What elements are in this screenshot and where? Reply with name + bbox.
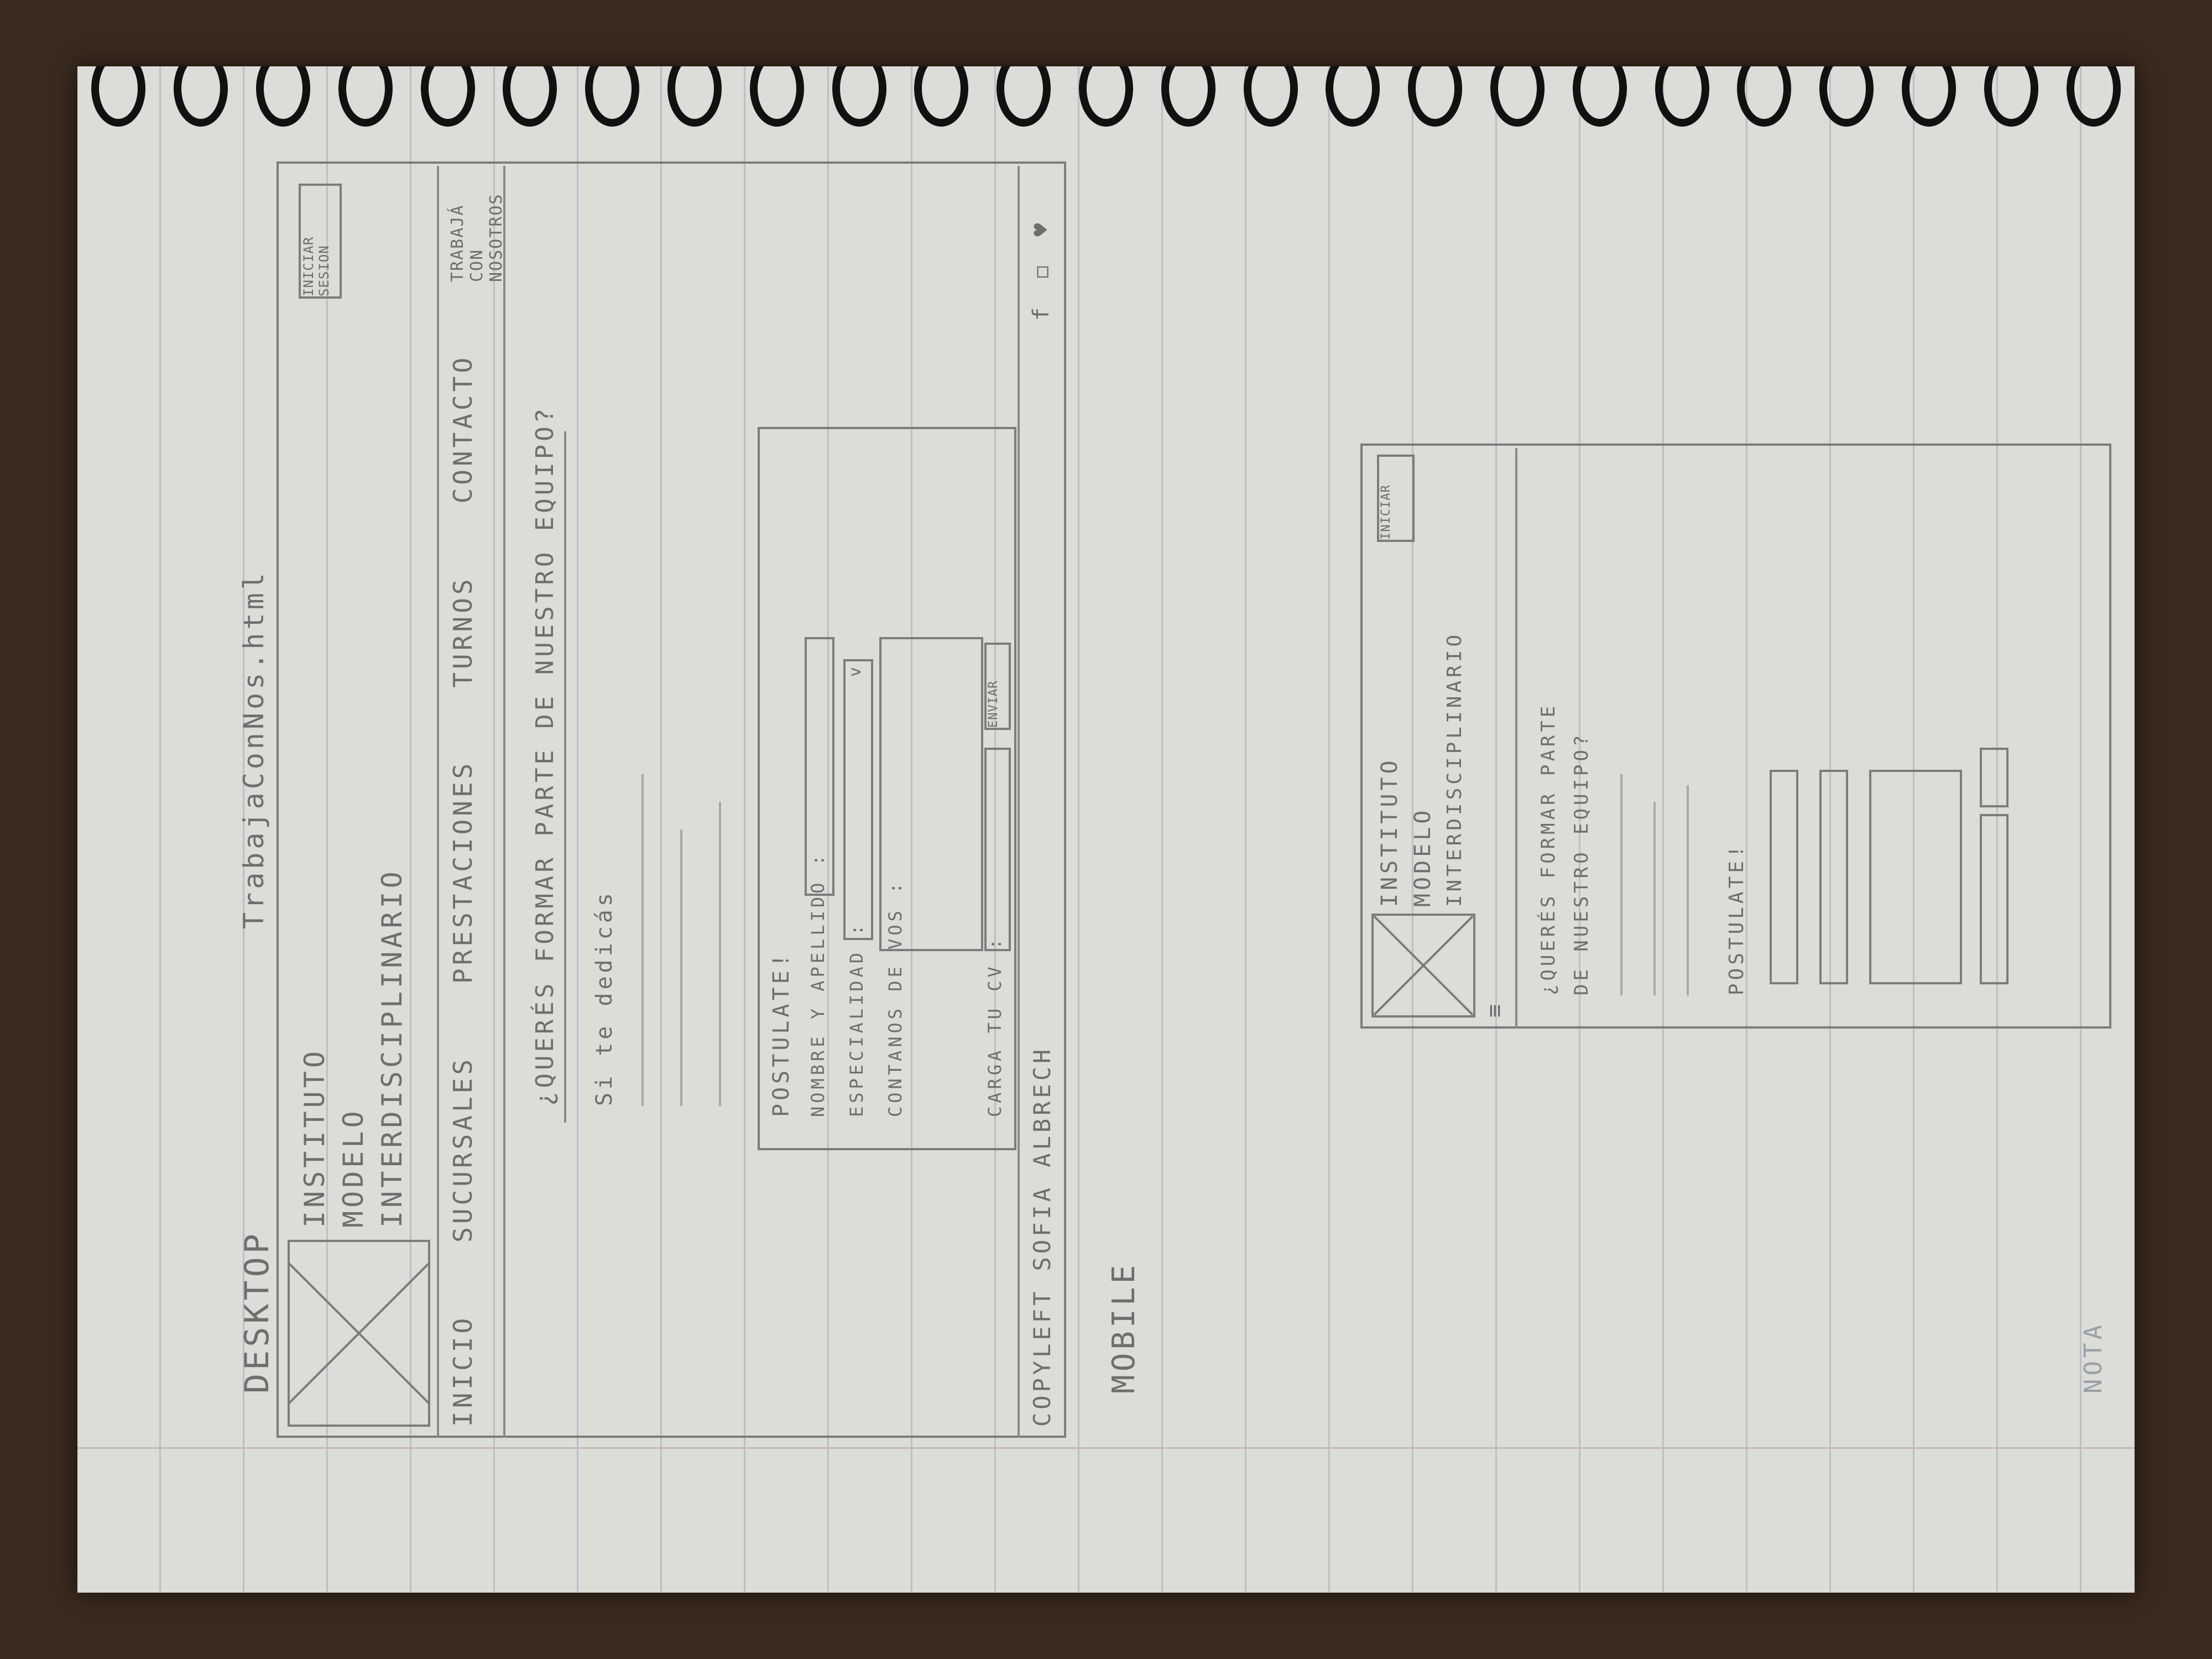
desktop-label: DESKTOP <box>238 1230 276 1394</box>
send-label: ENVIAR <box>987 680 1000 728</box>
mobile-logo-placeholder <box>1371 914 1475 1018</box>
chevron-down-icon: v <box>846 667 865 677</box>
spiral-binding <box>77 66 2135 133</box>
mobile-brand-3: INTERDISCIPLINARIO <box>1443 631 1466 907</box>
text-placeholder-3 <box>719 802 721 1106</box>
desktop-nav: INICIO SUCURSALES PRESTACIONES TURNOS CO… <box>448 177 506 1427</box>
spiral-ring <box>1655 66 1709 127</box>
spiral-ring <box>1572 66 1627 127</box>
spiral-ring <box>1490 66 1545 127</box>
send-button[interactable]: ENVIAR <box>984 643 1011 730</box>
footer-copyleft: COPYLEFT SOFIA ALBRECH <box>1029 1046 1056 1427</box>
name-input[interactable] <box>805 637 834 896</box>
mobile-question-1: ¿QUERÉS FORMAR PARTE <box>1537 702 1559 995</box>
postulate-title: POSTULATE! <box>769 951 794 1117</box>
text-placeholder-2 <box>680 830 682 1106</box>
spiral-ring <box>1326 66 1380 127</box>
spiral-ring <box>749 66 804 127</box>
brand-line-1: INSTITUTO <box>299 1048 331 1228</box>
nav-inicio[interactable]: INICIO <box>448 1314 478 1427</box>
specialty-select[interactable]: v <box>843 659 873 940</box>
spiral-ring <box>1901 66 1956 127</box>
spiral-ring <box>2066 66 2121 127</box>
social-icons: f ◻ ♥ <box>1029 215 1054 321</box>
spiral-ring <box>420 66 475 127</box>
spiral-ring <box>1161 66 1215 127</box>
nav-sucursales[interactable]: SUCURSALES <box>448 1056 478 1243</box>
note-label: NOTA <box>2079 1322 2107 1394</box>
desktop-intro: Si te dedicás <box>592 889 617 1106</box>
logo-placeholder <box>288 1240 430 1427</box>
mobile-about-textarea[interactable] <box>1869 770 1962 984</box>
login-label: INICIAR SESION <box>301 236 332 296</box>
mobile-send-button[interactable] <box>1980 748 2008 807</box>
nav-top-rule <box>437 166 439 1438</box>
hamburger-menu-icon[interactable]: ≡ <box>1482 1004 1507 1018</box>
spiral-ring <box>667 66 722 127</box>
nav-prestaciones[interactable]: PRESTACIONES <box>448 760 478 984</box>
mobile-text-placeholder-2 <box>1653 802 1656 995</box>
spiral-ring <box>1984 66 2038 127</box>
brand-line-2: MODELO <box>337 1108 369 1228</box>
nav-turnos[interactable]: TURNOS <box>448 576 478 688</box>
nav-bottom-rule <box>503 166 505 1438</box>
mobile-brand-2: MODELO <box>1410 807 1436 907</box>
nav-contacto[interactable]: CONTACTO <box>448 354 478 504</box>
cv-label: CARGA TU CV : <box>984 935 1005 1117</box>
text-placeholder-1 <box>641 774 644 1106</box>
cv-input[interactable] <box>984 748 1011 951</box>
mobile-brand-1: INSTITUTO <box>1377 757 1402 907</box>
notebook-page: DESKTOP TrabajaConNos.html INSTITUTO MOD… <box>77 66 2135 1593</box>
mobile-postulate-title: POSTULATE! <box>1725 842 1748 995</box>
mobile-text-placeholder-1 <box>1620 774 1623 995</box>
spiral-ring <box>832 66 886 127</box>
file-name: TrabajaConNos.html <box>238 570 270 929</box>
spiral-ring <box>1243 66 1298 127</box>
about-textarea[interactable] <box>879 637 983 951</box>
brand-line-3: INTERDISCIPLINARIO <box>376 868 408 1228</box>
spiral-ring <box>585 66 640 127</box>
mobile-header-rule <box>1515 448 1517 1029</box>
mobile-text-placeholder-3 <box>1687 785 1689 995</box>
desktop-question: ¿QUERÉS FORMAR PARTE DE NUESTRO EQUIPO? <box>531 405 559 1106</box>
spiral-ring <box>338 66 393 127</box>
login-button[interactable]: INICIAR SESION <box>299 184 342 299</box>
spiral-ring <box>174 66 228 127</box>
mobile-specialty-select[interactable] <box>1819 770 1848 984</box>
nav-trabaja[interactable]: TRABAJÁ CON NOSOTROS <box>448 193 506 283</box>
footer-rule <box>1018 166 1020 1438</box>
mobile-name-input[interactable] <box>1770 770 1798 984</box>
spiral-ring <box>1408 66 1463 127</box>
question-underline <box>564 431 566 1123</box>
spiral-ring <box>255 66 310 127</box>
margin-line <box>77 1447 2135 1449</box>
mobile-question-2: DE NUESTRO EQUIPO? <box>1571 732 1593 995</box>
specialty-label: ESPECIALIDAD : <box>846 921 867 1117</box>
mobile-label: MOBILE <box>1106 1261 1142 1394</box>
spiral-ring <box>91 66 146 127</box>
spiral-ring <box>503 66 557 127</box>
spiral-ring <box>1737 66 1792 127</box>
mobile-login-button[interactable]: INICIAR <box>1377 455 1415 542</box>
spiral-ring <box>914 66 969 127</box>
spiral-ring <box>1819 66 1874 127</box>
mobile-cv-input[interactable] <box>1980 814 2008 984</box>
spiral-ring <box>1078 66 1133 127</box>
spiral-ring <box>997 66 1051 127</box>
mobile-login-label: INICIAR <box>1379 484 1393 540</box>
